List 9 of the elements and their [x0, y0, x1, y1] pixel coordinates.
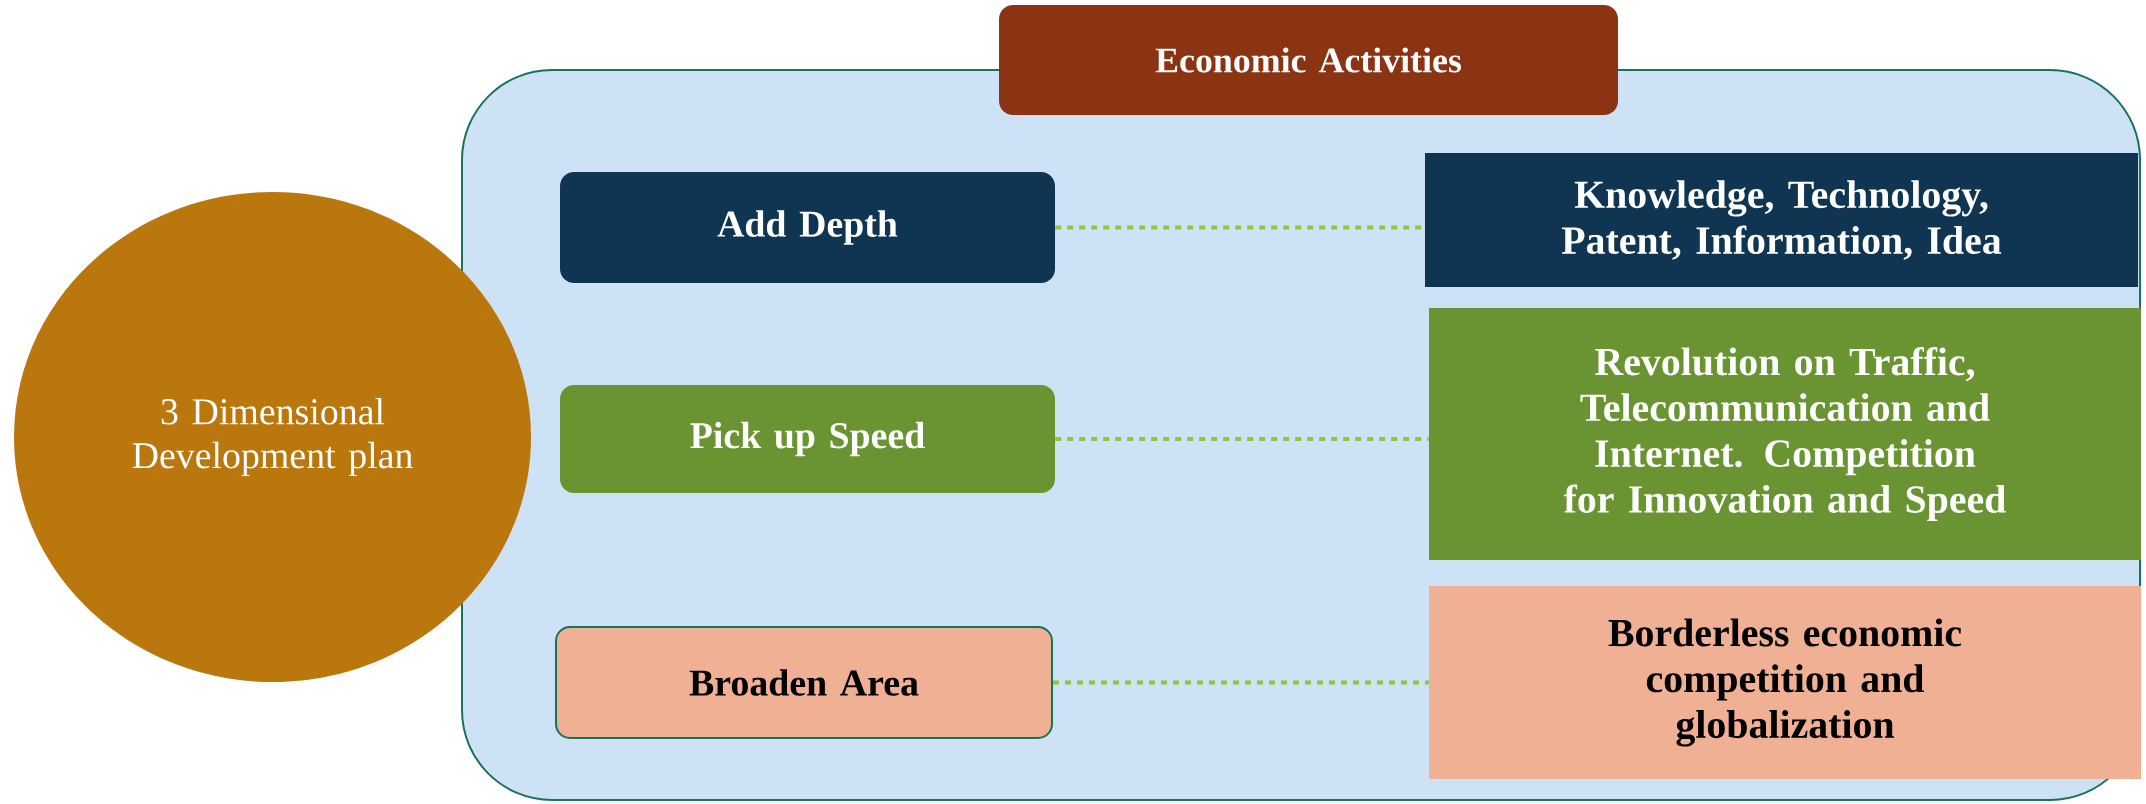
- description-box: Knowledge, Technology, Patent, Information, Idea: [1425, 153, 2138, 287]
- category-box: Broaden Area: [555, 626, 1053, 739]
- description-box: Borderless economic competition and globalization: [1429, 586, 2141, 779]
- dotted-connector: [1055, 437, 1429, 441]
- description-box: Revolution on Traffic, Telecommunication and Internet. Competition for Innovation and Speed: [1429, 308, 2141, 560]
- category-box: Pick up Speed: [560, 385, 1055, 493]
- category-box: Add Depth: [560, 172, 1055, 283]
- heading-box: Economic Activities: [999, 5, 1618, 115]
- dotted-connector: [1053, 680, 1429, 685]
